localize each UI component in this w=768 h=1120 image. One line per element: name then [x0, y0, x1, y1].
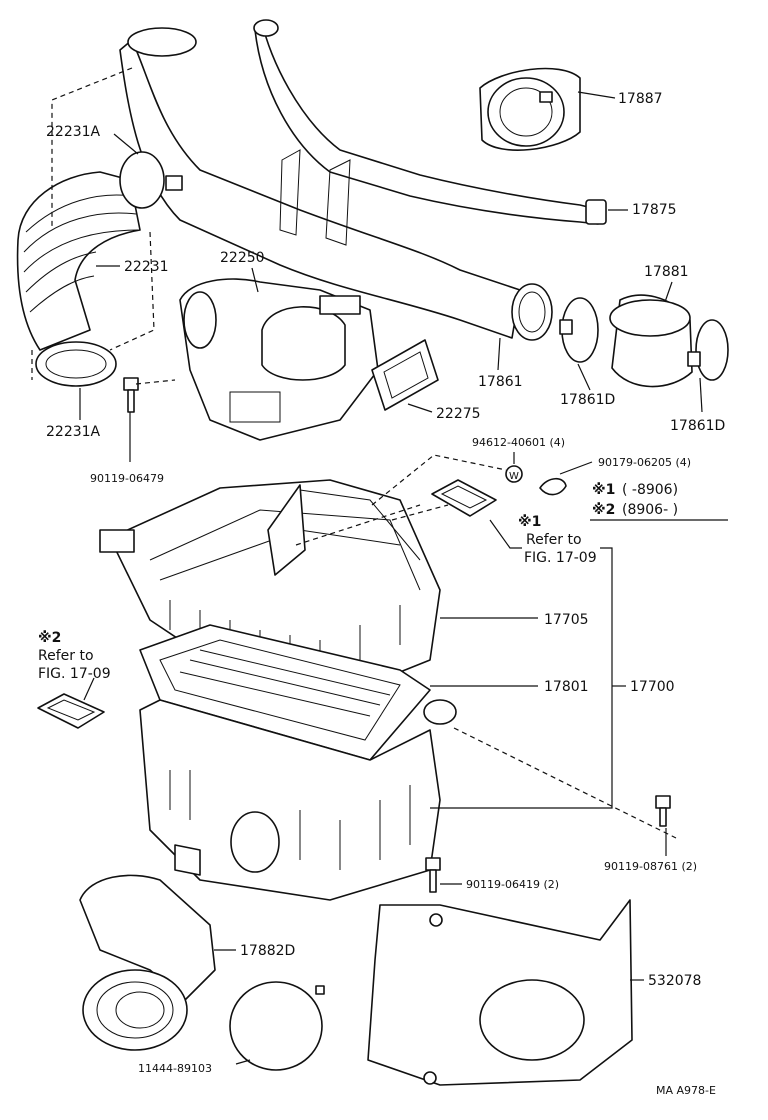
label-90119-06479: 90119-06479: [90, 472, 164, 485]
seal-gasket-ref2: [37, 693, 105, 729]
label-90119-06419: 90119-06419 (2): [466, 878, 559, 891]
label-90179-06205: 90179-06205 (4): [598, 456, 691, 469]
intake-tube-17875: [253, 19, 607, 225]
label-22275: 22275: [436, 406, 481, 422]
note2-mark: ※2: [592, 502, 615, 518]
label-17875: 17875: [632, 202, 677, 218]
dashed-guide-lines: [31, 67, 677, 839]
sleeve-17887: [479, 67, 581, 151]
bellows-hose-22231: [16, 151, 183, 387]
ref1-line2: FIG. 17-09: [524, 550, 597, 566]
bolt-90119-06479: [123, 377, 176, 413]
w-symbol: W: [509, 471, 519, 482]
label-22231: 22231: [124, 259, 169, 275]
leader-lines: [79, 91, 703, 1065]
label-22231a-top: 22231A: [46, 124, 101, 140]
label-22231a-bottom: 22231A: [46, 424, 101, 440]
label-22250: 22250: [220, 250, 265, 266]
shroud-532078: [367, 899, 633, 1086]
clip-90179: [539, 477, 567, 496]
footer-code: MA A978-E: [656, 1084, 716, 1097]
connector-17881: [559, 294, 729, 388]
washer-94612: [505, 465, 523, 483]
ref2-mark: ※2: [38, 630, 61, 646]
label-532078: 532078: [648, 973, 701, 989]
label-17801: 17801: [544, 679, 589, 695]
label-17861: 17861: [478, 374, 523, 390]
label-17861d-a: 17861D: [560, 392, 615, 408]
label-17882d: 17882D: [240, 943, 295, 959]
cover-11444-89103: [229, 981, 325, 1071]
label-94612-40601: 94612-40601 (4): [472, 436, 565, 449]
seal-gasket-ref1: [431, 479, 497, 517]
label-90119-08761: 90119-08761 (2): [604, 860, 697, 873]
label-17861d-b: 17861D: [670, 418, 725, 434]
note1-range: ( -8906): [622, 482, 678, 498]
ref1-mark: ※1: [518, 514, 541, 530]
label-11444-89103: 11444-89103: [138, 1062, 212, 1075]
note2-range: (8906- ): [622, 502, 678, 518]
label-17881: 17881: [644, 264, 689, 280]
label-17887: 17887: [618, 91, 663, 107]
ref2-line1: Refer to: [38, 648, 94, 664]
bolt-90119-08761: [655, 795, 671, 827]
bolt-90119-06419: [425, 857, 441, 893]
ref1-line1: Refer to: [526, 532, 582, 548]
ref2-line2: FIG. 17-09: [38, 666, 111, 682]
label-17700: 17700: [630, 679, 675, 695]
air-cleaner-case-17700: [139, 699, 457, 901]
label-17705: 17705: [544, 612, 589, 628]
gasket-22275: [371, 339, 439, 411]
air-flow-meter-22250: [179, 278, 379, 441]
hose-17882d: [79, 874, 216, 1051]
note1-mark: ※1: [592, 482, 615, 498]
